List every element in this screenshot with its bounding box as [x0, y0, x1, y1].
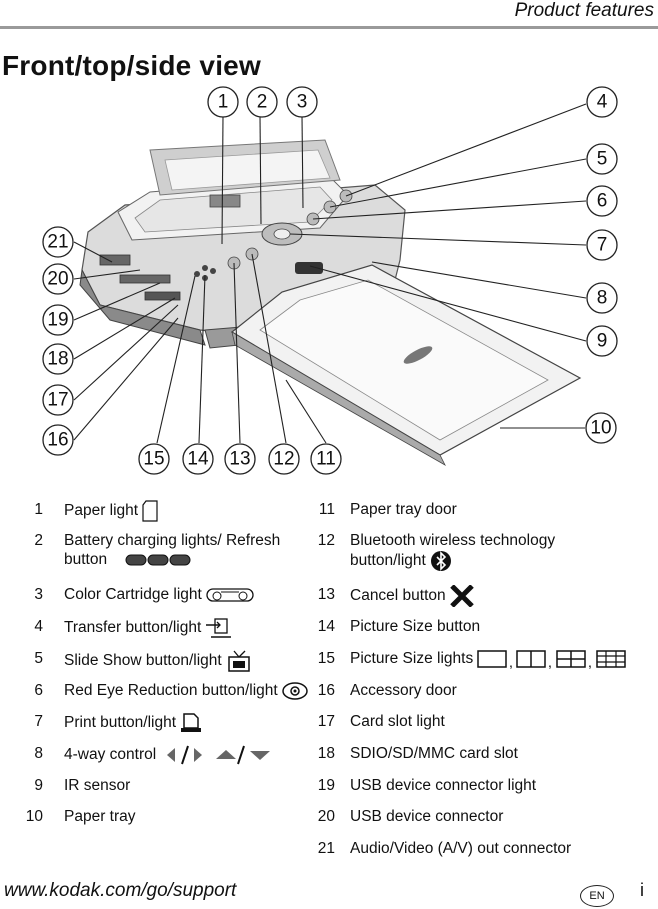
svg-text:20: 20: [47, 269, 68, 290]
printer-diagram: 1 2 3 4 5 6 7 8 9 10 11 12 13 14 15 16 1…: [42, 86, 618, 475]
callout-12: 12: [268, 443, 300, 475]
svg-text:7: 7: [597, 235, 608, 256]
svg-text:1: 1: [218, 92, 229, 113]
callout-16: 16: [42, 424, 74, 456]
page-header: Product features: [0, 0, 658, 30]
cancel-x-icon: [449, 585, 474, 607]
svg-text:,: ,: [548, 654, 552, 669]
callout-19: 19: [42, 304, 74, 336]
svg-text:11: 11: [316, 449, 336, 470]
callout-4: 4: [586, 86, 618, 118]
red-eye-icon: [281, 682, 308, 700]
callout-2: 2: [246, 86, 278, 118]
callout-17: 17: [42, 384, 74, 416]
callout-14: 14: [182, 443, 214, 475]
svg-text:4: 4: [597, 92, 608, 113]
slideshow-icon: [227, 650, 250, 672]
callout-15: 15: [138, 443, 170, 475]
header-rule: [0, 26, 658, 29]
callout-6: 6: [586, 185, 618, 217]
svg-text:9: 9: [597, 331, 608, 352]
svg-text:16: 16: [47, 430, 68, 451]
callout-9: 9: [586, 325, 618, 357]
svg-text:13: 13: [229, 449, 250, 470]
cartridge-icon: [206, 588, 254, 602]
four-way-icon: [167, 745, 271, 765]
printer-illustration: [79, 139, 582, 467]
svg-text:6: 6: [597, 191, 608, 212]
section-title: Product features: [514, 0, 654, 21]
svg-text:3: 3: [297, 92, 308, 113]
svg-text:2: 2: [257, 92, 268, 113]
callout-18: 18: [42, 343, 74, 375]
callout-leaders: [73, 103, 587, 444]
svg-text:,: ,: [588, 654, 592, 669]
print-icon: [181, 713, 202, 732]
callout-3: 3: [286, 86, 318, 118]
callout-21: 21: [42, 226, 74, 258]
svg-text:15: 15: [143, 449, 164, 470]
svg-text:,: ,: [509, 654, 513, 669]
svg-text:21: 21: [47, 232, 68, 253]
callout-7: 7: [586, 229, 618, 261]
page-number: i: [640, 880, 644, 900]
svg-text:5: 5: [597, 149, 608, 170]
transfer-icon: [206, 618, 232, 638]
paper-light-icon: [142, 500, 158, 522]
bluetooth-icon: [430, 551, 451, 571]
svg-text:19: 19: [47, 310, 68, 331]
svg-text:12: 12: [273, 449, 294, 470]
picture-size-icons: ,,,: [477, 650, 626, 669]
page-title: Front/top/side view: [2, 50, 261, 81]
language-badge: EN: [580, 885, 614, 907]
svg-text:17: 17: [47, 390, 68, 411]
callout-13: 13: [224, 443, 256, 475]
callout-20: 20: [42, 263, 74, 295]
svg-text:14: 14: [187, 449, 209, 470]
callout-8: 8: [586, 282, 618, 314]
support-link[interactable]: www.kodak.com/go/support: [4, 880, 237, 901]
svg-text:18: 18: [47, 349, 68, 370]
callout-5: 5: [586, 143, 618, 175]
callout-11: 11: [310, 443, 342, 475]
battery-lights-icon: [125, 554, 191, 566]
callout-1: 1: [207, 86, 239, 118]
callout-10: 10: [585, 412, 617, 444]
svg-text:10: 10: [590, 418, 611, 439]
svg-text:8: 8: [597, 288, 608, 309]
